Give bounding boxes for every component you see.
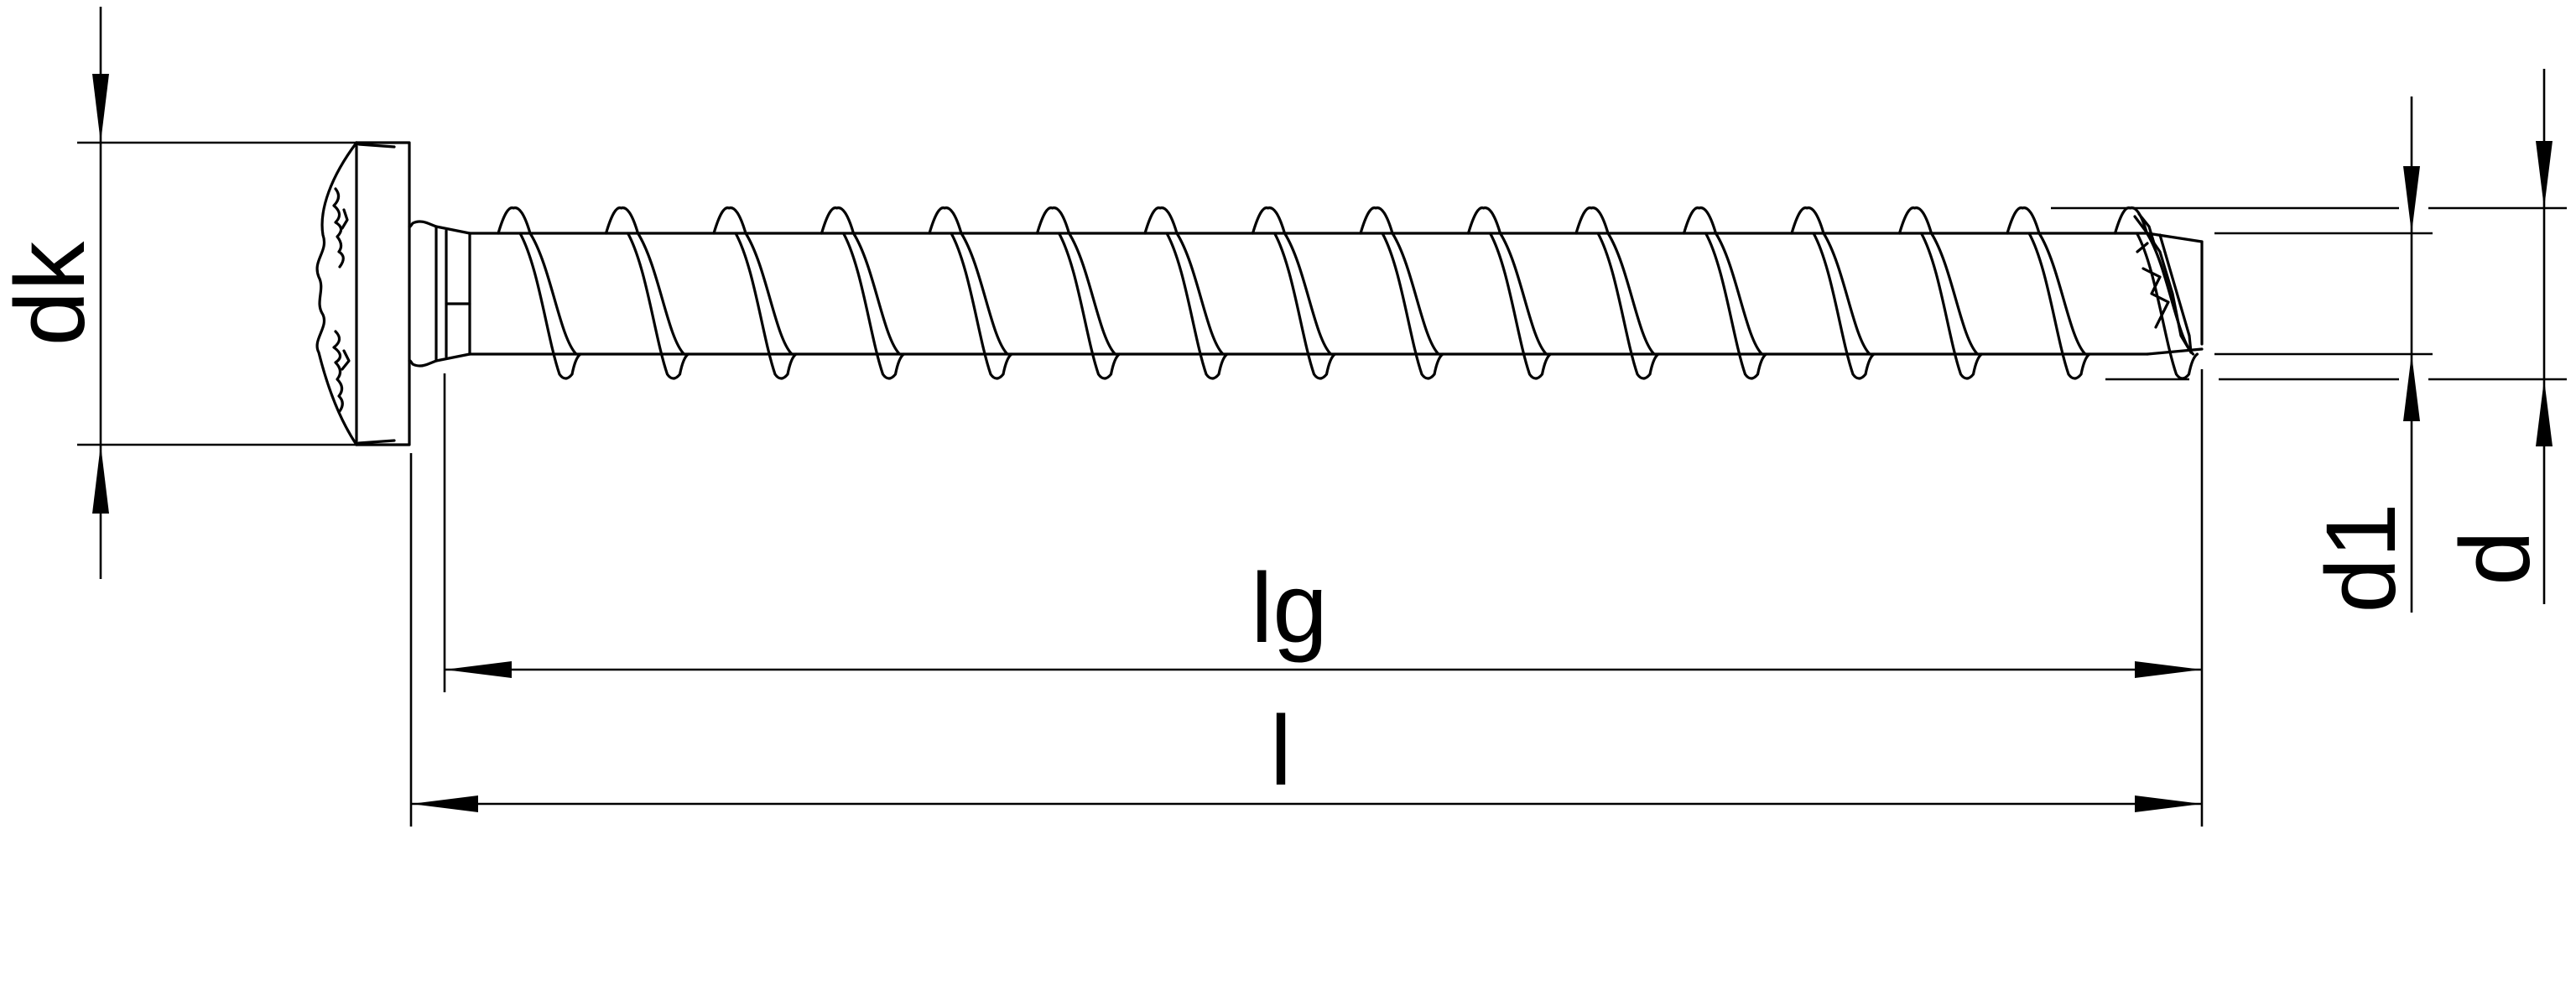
thread-turn [820,206,906,380]
thread-turn [1035,206,1121,380]
arrow-d-bottom [2536,379,2553,446]
thread-turn [1359,206,1444,380]
screw-neck [435,225,471,362]
arrow-dk-top [92,74,109,143]
screw-head [315,141,438,446]
screw-tip [2133,212,2204,356]
thread-turn [497,206,582,380]
thread-turn [1897,206,1984,380]
arrow-l-right [2135,795,2202,812]
dimension-dk: dk [0,7,390,579]
thread-turn [2006,206,2091,380]
thread-turn [1682,206,1768,380]
label-dk: dk [0,241,106,347]
thread-turn [604,206,690,380]
thread-turn [1251,206,1337,380]
thread-turn [1790,206,1876,380]
label-lg: lg [1251,553,1328,664]
thread-turn [1143,206,1229,380]
screw-thread [497,206,2199,380]
thread-turn [1466,206,1553,380]
dimension-d1: d1 [2214,96,2433,613]
thread-turn [1574,206,1660,380]
arrow-d1-top [2403,166,2420,233]
arrow-d-top [2536,141,2553,208]
arrow-lg-left [445,661,512,678]
label-d: d [2440,530,2551,586]
arrow-l-left [411,795,478,812]
arrow-dk-bottom [92,445,109,514]
dimension-d: d [2051,69,2567,604]
thread-turn [712,206,798,380]
label-l: l [1270,696,1292,806]
label-d1: d1 [2306,503,2417,613]
arrow-lg-right [2135,661,2202,678]
dimension-l: l [409,453,2202,827]
dimension-lg: lg [443,369,2204,827]
arrow-d1-bottom [2403,354,2420,421]
thread-turn [928,206,1013,380]
